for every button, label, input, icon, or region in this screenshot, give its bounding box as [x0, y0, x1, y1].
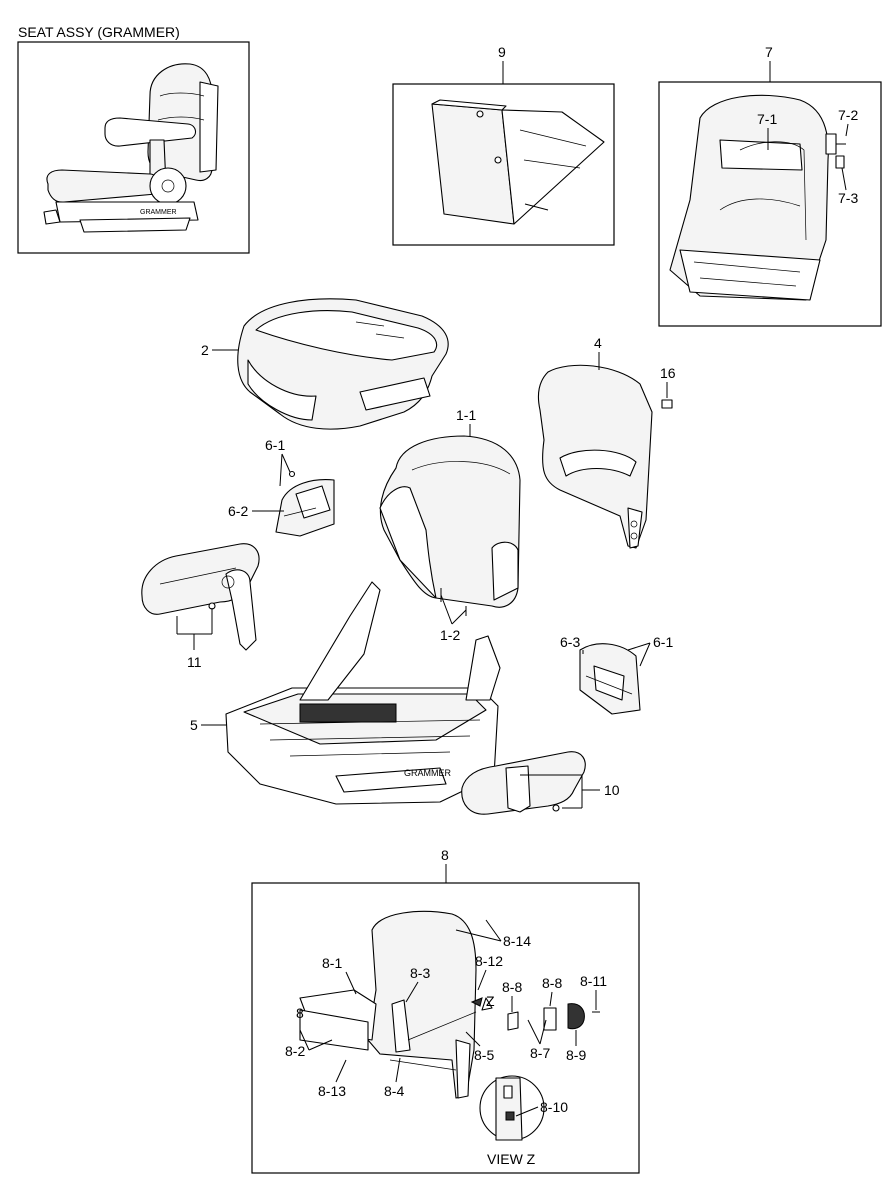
part-6-3-side-cover-right	[579, 643, 641, 715]
label-8-4: 8-4	[384, 1083, 404, 1099]
label-2: 2	[201, 342, 209, 358]
overview-box	[17, 41, 250, 254]
part-10-armrest-right	[461, 751, 586, 815]
overview-seat-illustration: GRAMMER	[43, 63, 219, 233]
label-z-marker: Z	[486, 993, 495, 1009]
part-1-1-backrest-cushion	[379, 435, 521, 608]
label-16: 16	[660, 365, 676, 381]
label-8-3: 8-3	[410, 965, 430, 981]
label-8-8-right: 8-8	[542, 975, 562, 991]
label-6-3: 6-3	[560, 634, 580, 650]
part-5-base-frame: GRAMMER	[225, 581, 501, 805]
part-2-seat-cushion	[237, 298, 449, 430]
label-8-10: 8-10	[540, 1099, 568, 1115]
base-brand-plate: GRAMMER	[404, 768, 452, 778]
part-6-2-side-cover-left	[275, 470, 335, 537]
label-6-2: 6-2	[228, 503, 248, 519]
label-5: 5	[190, 717, 198, 733]
part-8-box	[251, 882, 640, 1174]
label-8-11: 8-11	[580, 973, 607, 989]
label-8: 8	[441, 847, 449, 863]
label-8-14: 8-14	[503, 933, 531, 949]
label-8-7: 8-7	[530, 1045, 550, 1061]
label-7-1: 7-1	[757, 111, 777, 127]
part-16-screw	[661, 399, 673, 409]
part-9-seat-pan	[431, 99, 605, 225]
label-6-1-lower: 6-1	[653, 634, 673, 650]
view-z-label: VIEW Z	[487, 1151, 536, 1167]
label-8-5: 8-5	[474, 1047, 494, 1063]
label-8-13: 8-13	[318, 1083, 346, 1099]
label-8-2: 8-2	[285, 1043, 305, 1059]
overview-brand-plate: GRAMMER	[140, 209, 177, 216]
part-4-back-cover	[537, 364, 653, 549]
part-7-frame	[669, 94, 846, 301]
part-9-box	[392, 83, 615, 246]
view-z-detail	[479, 1075, 545, 1141]
label-1-1: 1-1	[456, 407, 476, 423]
label-11: 11	[187, 654, 202, 670]
label-7: 7	[765, 44, 773, 60]
diagram-title: SEAT ASSY (GRAMMER)	[18, 24, 180, 40]
label-8-9: 8-9	[566, 1047, 586, 1063]
z-arrow-icon	[470, 997, 483, 1007]
label-8-8-left: 8-8	[502, 979, 522, 995]
label-8-6: 8	[296, 1005, 304, 1021]
label-4: 4	[594, 335, 602, 351]
label-7-3: 7-3	[838, 190, 858, 206]
label-8-1: 8-1	[322, 955, 342, 971]
part-8-frame	[299, 910, 600, 1099]
label-6-1-upper: 6-1	[265, 437, 285, 453]
label-10: 10	[604, 782, 620, 798]
label-9: 9	[498, 44, 506, 60]
label-1-2: 1-2	[440, 627, 460, 643]
label-7-2: 7-2	[838, 107, 858, 123]
label-8-12: 8-12	[475, 953, 503, 969]
part-7-box	[658, 81, 882, 327]
part-11-armrest-left	[141, 543, 260, 651]
